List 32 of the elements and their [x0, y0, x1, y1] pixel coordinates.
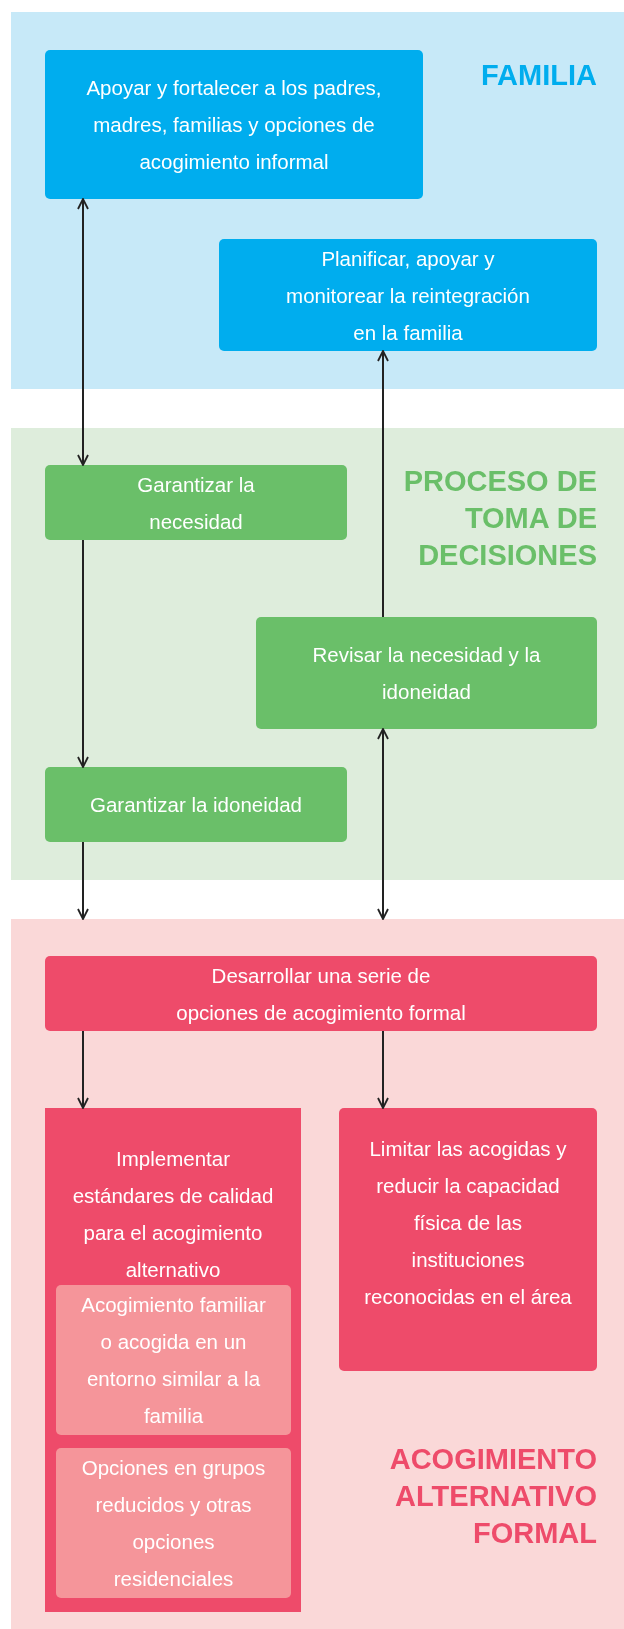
process-box — [45, 956, 597, 1031]
process-box — [45, 1108, 301, 1612]
box-text: Implementar estándares de calidad para el acogimiento alternativo — [71, 1146, 275, 1283]
process-box — [45, 50, 423, 199]
arrow — [77, 198, 89, 466]
process-box — [56, 1285, 291, 1435]
process-box — [256, 617, 597, 729]
section-band — [11, 428, 624, 880]
section-heading: ACOGIMIENTO ALTERNATIVO FORMAL — [388, 1442, 597, 1551]
arrow — [377, 350, 389, 618]
box-text: Acogimiento familiar o acogida en un entorno similar a la familia — [80, 1292, 267, 1429]
box-text: Limitar las acogidas y reducir la capacidad física de las instituciones reconocidas en el área — [363, 1136, 573, 1310]
box-text: Garantizar la necesidad — [136, 471, 256, 535]
process-box — [45, 465, 347, 540]
section-band — [11, 919, 624, 1629]
process-box — [339, 1108, 597, 1371]
arrow — [77, 1030, 89, 1109]
box-text: Revisar la necesidad y la idoneidad — [311, 642, 542, 705]
box-text: Garantizar la idoneidad — [90, 792, 302, 818]
box-text: Opciones en grupos reducidos y otras opciones residenciales — [80, 1455, 267, 1592]
arrow — [377, 728, 389, 920]
box-text: Desarrollar una serie de opciones de acogimiento formal — [175, 962, 467, 1026]
process-box — [56, 1448, 291, 1598]
section-heading: PROCESO DE TOMA DE DECISIONES — [402, 464, 597, 573]
box-text: Planificar, apoyar y monitorear la reintegración en la familia — [285, 245, 531, 346]
arrow — [77, 539, 89, 768]
box-text: Apoyar y fortalecer a los padres, madres, familias y opciones de acogimiento informal — [85, 75, 383, 175]
arrow — [77, 841, 89, 920]
process-box — [219, 239, 597, 351]
process-box — [45, 767, 347, 842]
section-band — [11, 12, 624, 389]
arrow — [377, 1030, 389, 1109]
